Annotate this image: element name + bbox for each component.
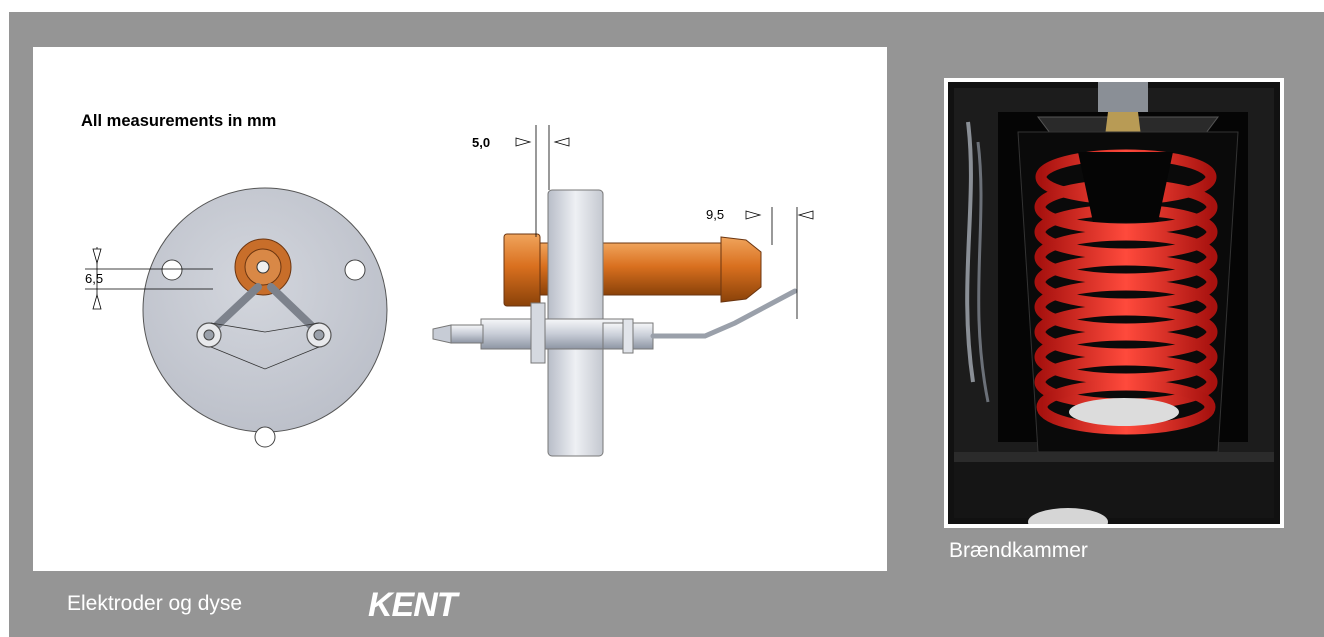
heating-coil <box>1034 149 1218 435</box>
combustion-chamber-illustration <box>948 82 1280 524</box>
dim-9-arrow-right <box>797 210 814 220</box>
electrode-clamp <box>530 302 546 364</box>
nozzle-tip <box>720 236 762 303</box>
electrode-nozzle-drawing: All measurements in mm 5,0 9,5 6,5 <box>33 47 887 571</box>
electrode-left <box>205 283 262 337</box>
electrode-wire <box>650 288 798 339</box>
electrode-connector <box>450 324 484 344</box>
dim-5-arrow-left <box>515 137 532 147</box>
dim-electrode-protrusion: 9,5 <box>706 207 725 222</box>
electrode-pin-right <box>313 329 325 341</box>
dim-electrode-height: 6,5 <box>85 271 104 286</box>
nozzle-hex-nut <box>503 233 541 307</box>
dim-9-arrow-left <box>745 210 762 220</box>
electrode-collar <box>622 318 634 354</box>
dim-arrow-down <box>92 248 102 265</box>
dim-arrow-up <box>92 293 102 310</box>
technical-drawing <box>85 125 814 457</box>
bolt-hole-left <box>161 259 183 281</box>
svg-text:KENT: KENT <box>368 586 461 620</box>
caption-combustion-chamber: Brændkammer <box>949 539 1088 562</box>
bolt-hole-right <box>344 259 366 281</box>
combustion-chamber-photo <box>948 82 1280 524</box>
electrode-end-cap <box>432 324 452 344</box>
construction-line-upper <box>210 322 320 333</box>
construction-line-lower <box>210 346 320 370</box>
combustion-chamber-photo-frame <box>944 78 1284 528</box>
measurement-heading: All measurements in mm <box>81 112 277 130</box>
nozzle-orifice <box>256 260 270 274</box>
front-view <box>85 187 388 448</box>
kent-logo: KENT <box>368 586 462 620</box>
mounting-plate <box>142 187 388 433</box>
dim-5-arrow-right <box>553 137 570 147</box>
caption-electrodes-nozzle: Elektroder og dyse <box>67 592 243 615</box>
bolt-hole-bottom <box>254 426 276 448</box>
dim-nozzle-offset: 5,0 <box>472 135 491 150</box>
electrode-pin-left <box>203 329 215 341</box>
side-view <box>432 125 814 457</box>
